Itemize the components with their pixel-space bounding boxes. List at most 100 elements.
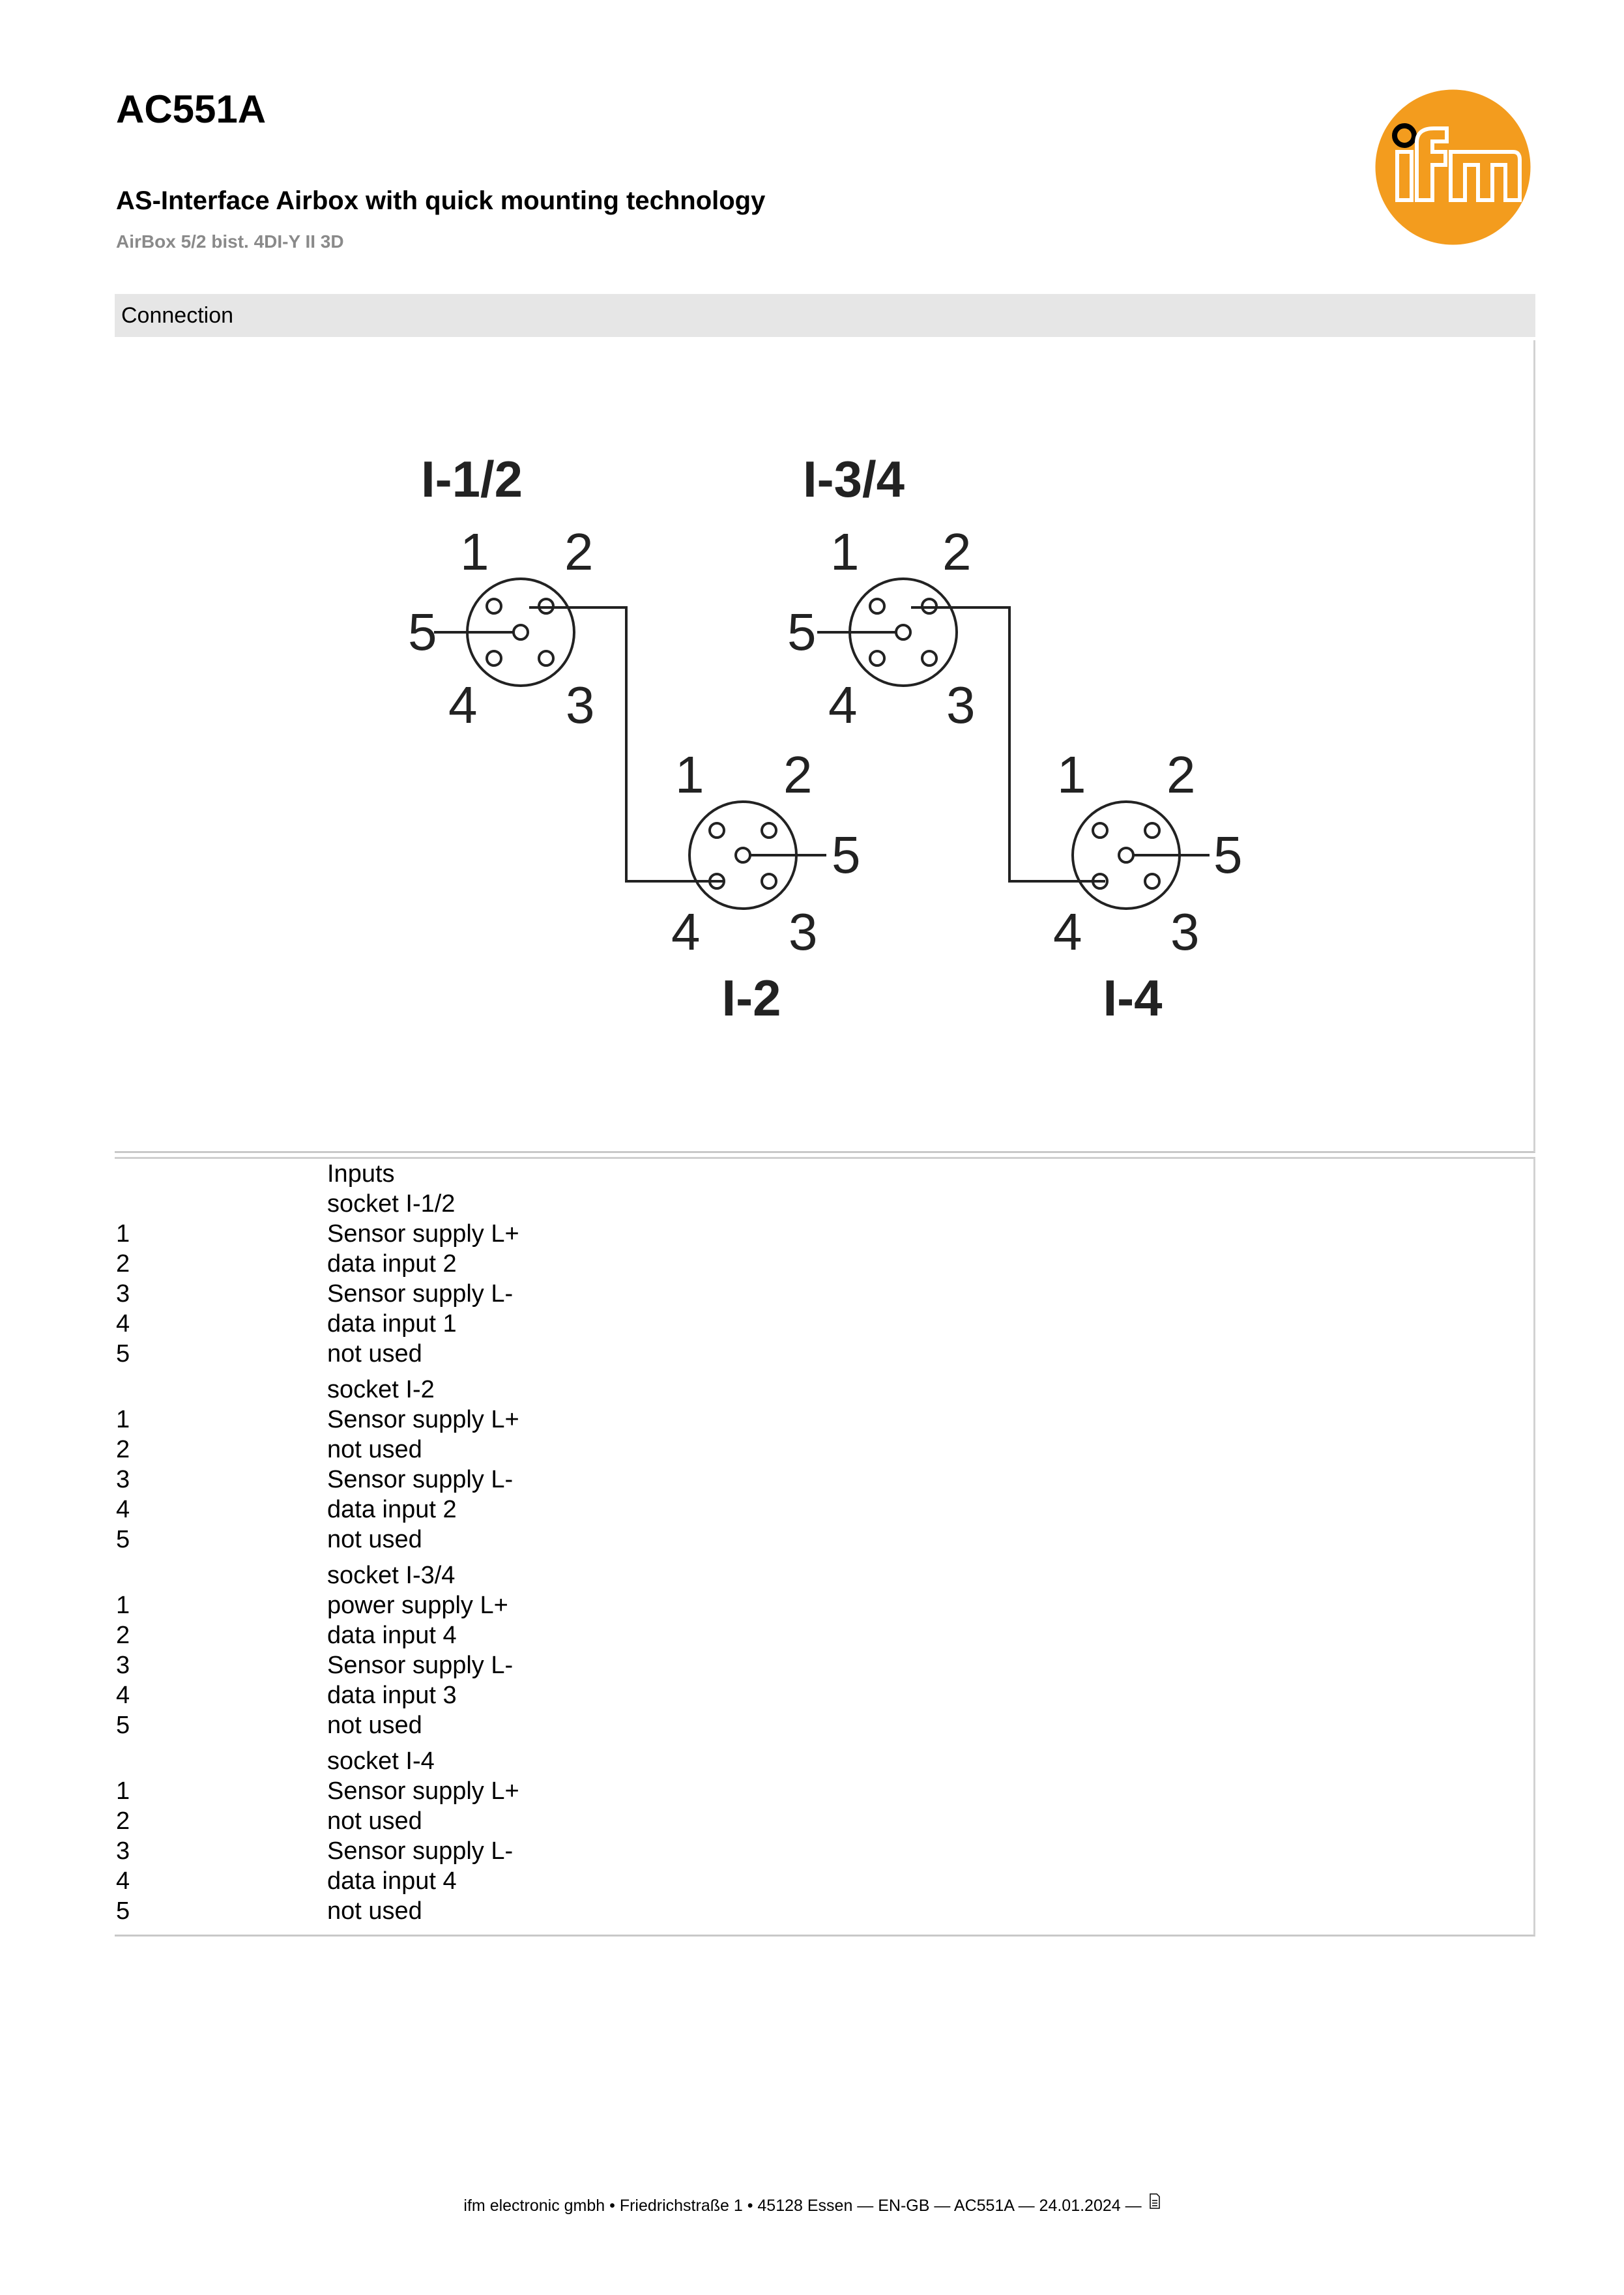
socket-i4-label: I-4 [1103,969,1162,1027]
pin-row: 5 not used [115,1899,1533,1929]
pin-label: 1 [1057,746,1086,804]
pin-row: 3 Sensor supply L- [115,1281,1533,1311]
pin-number: 2 [116,1436,130,1463]
pin-row: 2 not used [115,1809,1533,1839]
pin-number: 4 [116,1867,130,1895]
pin-function: Sensor supply L+ [327,1220,519,1248]
pin-function: data input 4 [327,1622,457,1649]
product-variant: AirBox 5/2 bist. 4DI-Y II 3D [116,231,344,252]
page-footer: ifm electronic gmbh • Friedrichstraße 1 … [0,2193,1624,2215]
pin-number: 1 [116,1777,130,1805]
section-header-connection: Connection [115,294,1535,337]
pin-label: 5 [408,603,437,661]
pin-label: 1 [675,746,704,804]
pin-row: 3 Sensor supply L- [115,1467,1533,1497]
pin-function: Sensor supply L- [327,1466,514,1493]
pin-function: Sensor supply L- [327,1280,514,1308]
pin-row: 1 Sensor supply L+ [115,1221,1533,1251]
pin-number: 3 [116,1280,130,1308]
pin-number: 2 [116,1807,130,1835]
pin-label: 4 [828,676,858,734]
product-title: AC551A [116,87,267,131]
pin-label: 3 [789,903,818,961]
pin-row: 5 not used [115,1713,1533,1743]
pin-row: 4 data input 2 [115,1497,1533,1527]
socket-group-title: socket I-4 [327,1747,435,1775]
pin-function: data input 2 [327,1496,457,1523]
pin-function: not used [327,1340,422,1367]
pin-row: 4 data input 1 [115,1311,1533,1341]
pin-function: data input 1 [327,1310,457,1338]
socket-group-title: socket I-1/2 [327,1190,456,1218]
pin-function: data input 3 [327,1682,457,1709]
pin-row: 2 not used [115,1437,1533,1467]
pin-number: 5 [116,1712,130,1739]
pin-number: 5 [116,1897,130,1925]
pin-row: 5 not used [115,1341,1533,1371]
pin-row: 4 data input 3 [115,1683,1533,1713]
pin-number: 3 [116,1652,130,1679]
pin-label: 4 [1053,903,1082,961]
pin-label: 3 [946,676,976,734]
pin-label: 4 [671,903,701,961]
pin-function: not used [327,1526,422,1553]
pin-function: not used [327,1436,422,1463]
wire-i34-to-i4 [911,606,1105,883]
pin-number: 4 [116,1496,130,1523]
pin-label: 2 [1167,746,1196,804]
pin-function: data input 4 [327,1867,457,1895]
socket-i34-label: I-3/4 [803,450,905,508]
pin-label: 5 [787,603,817,661]
pin-row: 4 data input 4 [115,1869,1533,1899]
pin-function: Sensor supply L+ [327,1406,519,1433]
pin-function: not used [327,1897,422,1925]
pin-number: 3 [116,1466,130,1493]
pin-number: 4 [116,1310,130,1338]
pin-label: 3 [1170,903,1200,961]
pin-label: 5 [832,826,861,884]
pin-function: Sensor supply L- [327,1652,514,1679]
document-page-icon [1149,2193,1161,2214]
pin-number: 4 [116,1682,130,1709]
pin-number: 1 [116,1406,130,1433]
pin-row: 1 Sensor supply L+ [115,1779,1533,1809]
socket-i12-label: I-1/2 [421,450,523,508]
pin-label: 2 [783,746,813,804]
socket-group-title: socket I-3/4 [327,1562,456,1589]
pin-number: 3 [116,1837,130,1865]
pin-row: 3 Sensor supply L- [115,1653,1533,1683]
pin-function: Sensor supply L- [327,1837,514,1865]
pin-number: 2 [116,1250,130,1278]
pin-function: data input 2 [327,1250,457,1278]
pin-label: 1 [460,523,489,581]
pin-number: 5 [116,1526,130,1553]
pin-number: 2 [116,1622,130,1649]
wire-i12-to-i2 [529,606,724,883]
ifm-logo [1374,88,1532,246]
pin-function: power supply L+ [327,1592,508,1619]
pins-heading: Inputs [327,1160,395,1188]
pin-number: 5 [116,1340,130,1367]
pin-function: not used [327,1712,422,1739]
pin-label: 1 [830,523,860,581]
footer-text: ifm electronic gmbh • Friedrichstraße 1 … [463,2197,1142,2215]
pin-number: 1 [116,1592,130,1619]
pin-row: 2 data input 2 [115,1251,1533,1281]
pin-row: 2 data input 4 [115,1623,1533,1653]
pin-function: not used [327,1807,422,1835]
pin-label: 2 [942,523,972,581]
socket-i2-label: I-2 [721,969,781,1027]
socket-group-title: socket I-2 [327,1376,435,1403]
pin-label: 5 [1213,826,1243,884]
product-subtitle: AS-Interface Airbox with quick mounting … [116,186,766,215]
pin-number: 1 [116,1220,130,1248]
pin-row: 1 power supply L+ [115,1593,1533,1623]
connection-diagram: I-1/2 1 2 5 4 3 1 2 5 4 3 I-2 I-3/4 [115,340,1535,1153]
pin-label: 2 [564,523,594,581]
pin-row: 5 not used [115,1527,1533,1557]
pin-label: 3 [566,676,595,734]
pin-row: 1 Sensor supply L+ [115,1407,1533,1437]
pin-function: Sensor supply L+ [327,1777,519,1805]
pin-row: 3 Sensor supply L- [115,1839,1533,1869]
